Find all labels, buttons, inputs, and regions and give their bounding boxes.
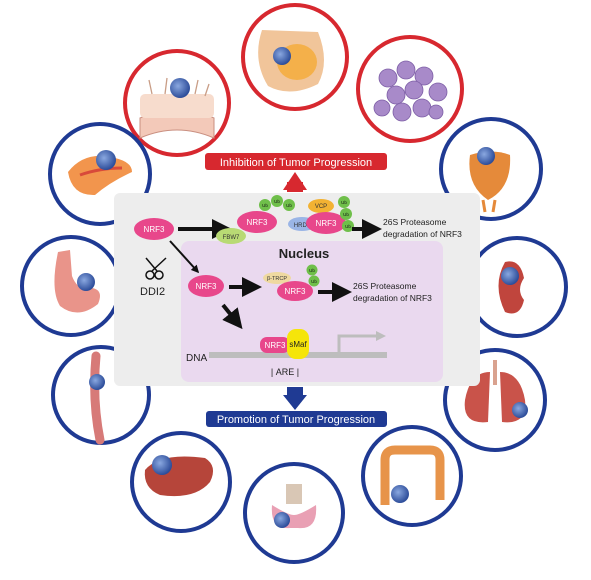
svg-text:Ub: Ub: [345, 224, 351, 229]
nucleus-region: [181, 241, 443, 382]
arrow-to-dna: [221, 303, 243, 330]
dna-label: DNA: [186, 353, 207, 364]
svg-text:Ub: Ub: [274, 199, 280, 204]
organ-circle-kidney: [466, 236, 568, 338]
svg-text:26S Proteasome: 26S Proteasome: [383, 217, 447, 227]
arrow-ddi2-cleavage: [169, 240, 200, 274]
proteasome-label-lower: 26S Proteasome degradation of NRF3: [353, 281, 432, 303]
svg-text:NRF3: NRF3: [247, 218, 268, 227]
organ-circle-liver: [130, 431, 232, 533]
organ-circle-skin: [123, 49, 231, 157]
nrf3-nucleus: NRF3: [188, 275, 224, 297]
svg-text:26S Proteasome: 26S Proteasome: [353, 281, 417, 291]
nucleus-title: Nucleus: [279, 246, 330, 261]
organ-circle-cells: [356, 35, 464, 143]
promotion-label: Promotion of Tumor Progression: [217, 414, 375, 426]
organ-circle-colon: [361, 425, 463, 527]
svg-text:Ub: Ub: [311, 279, 317, 284]
nrf3-smaf-dimer: NRF3 sMaf: [260, 329, 309, 359]
svg-text:degradation of NRF3: degradation of NRF3: [383, 229, 462, 239]
organ-circle-thyroid: [243, 462, 345, 564]
hrd1-vcp-complex: HRD1 VCP NRF3 Ub Ub Ub: [288, 196, 354, 234]
svg-text:FBW7: FBW7: [223, 235, 240, 241]
organ-circle-breast: [241, 3, 349, 111]
svg-text:VCP: VCP: [315, 204, 327, 210]
promotion-banner: Promotion of Tumor Progression: [206, 387, 387, 427]
inhibition-banner: Inhibition of Tumor Progression: [205, 153, 387, 192]
svg-text:β-TRCP: β-TRCP: [267, 276, 287, 282]
organ-circle-stomach: [20, 235, 122, 337]
inhibition-label: Inhibition of Tumor Progression: [220, 157, 372, 169]
svg-text:Ub: Ub: [341, 200, 347, 205]
svg-text:NRF3: NRF3: [285, 287, 306, 296]
transcription-arrow: [337, 334, 378, 352]
svg-text:NRF3: NRF3: [316, 219, 337, 228]
fbw7-complex: FBW7 NRF3 Ub Ub Ub: [216, 195, 295, 244]
svg-text:sMaf: sMaf: [289, 340, 307, 349]
ddi2-label: DDI2: [140, 286, 165, 298]
svg-text:HRD1: HRD1: [294, 223, 311, 229]
svg-text:Ub: Ub: [262, 203, 268, 208]
svg-text:NRF3: NRF3: [144, 225, 165, 234]
scissors-icon: [145, 257, 167, 280]
svg-text:NRF3: NRF3: [196, 282, 217, 291]
nrf3-cytoplasm: NRF3: [134, 218, 174, 240]
svg-text:degradation of NRF3: degradation of NRF3: [353, 293, 432, 303]
svg-text:NRF3: NRF3: [265, 341, 286, 350]
btrcp-complex: β-TRCP NRF3 Ub Ub: [263, 264, 320, 301]
are-label: | ARE |: [271, 367, 299, 377]
svg-text:Ub: Ub: [309, 268, 315, 273]
proteasome-label-upper: 26S Proteasome degradation of NRF3: [383, 217, 462, 239]
svg-text:Ub: Ub: [286, 203, 292, 208]
svg-text:Ub: Ub: [343, 212, 349, 217]
